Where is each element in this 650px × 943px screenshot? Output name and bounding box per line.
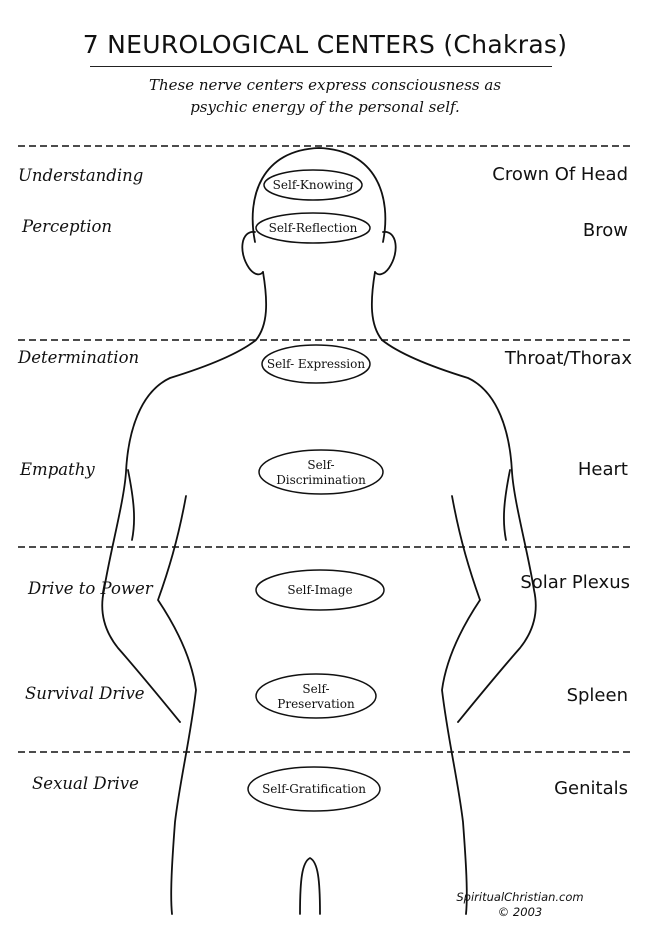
head-outline (251, 147, 387, 243)
location-label-brow: Brow (582, 220, 628, 241)
self-label-knowing: Self-Knowing (272, 177, 354, 192)
leg-gap-outline (299, 857, 321, 915)
self-label-expression: Self- Expression (266, 356, 366, 371)
center-ovals (247, 169, 385, 812)
subtitle-line-1: These nerve centers express consciousnes… (148, 76, 502, 94)
location-label-genitals: Genitals (554, 778, 628, 799)
left-arm-crease (127, 469, 135, 541)
right-ear-outline (374, 231, 397, 276)
left-torso-outline (157, 495, 197, 915)
quality-label-throat: Determination (18, 348, 140, 367)
quality-label-brow: Perception (22, 217, 113, 236)
left-ear-outline (241, 231, 264, 276)
left-body-outline (101, 271, 267, 723)
location-label-crown: Crown Of Head (492, 164, 628, 185)
quality-label-genitals: Sexual Drive (32, 774, 139, 793)
self-label-gratification: Self-Gratification (262, 781, 366, 796)
location-label-solar-plexus: Solar Plexus (520, 572, 630, 593)
oval-self-expression (261, 344, 371, 384)
oval-self-preservation (255, 673, 377, 719)
right-arm-crease (503, 469, 511, 541)
self-label-reflection: Self-Reflection (268, 220, 358, 235)
quality-label-heart: Empathy (20, 460, 95, 479)
quality-label-crown: Understanding (18, 166, 144, 185)
self-label-preservation: Self- Preservation (277, 682, 355, 711)
right-body-outline (371, 271, 537, 723)
credit-year: © 2003 (497, 905, 543, 919)
location-label-spleen: Spleen (566, 685, 628, 706)
title-underline (90, 66, 552, 67)
subtitle-line-2: psychic energy of the personal self. (190, 98, 460, 116)
oval-self-reflection (255, 212, 371, 244)
location-label-throat: Throat/Thorax (504, 348, 632, 369)
right-torso-outline (441, 495, 481, 915)
location-label-heart: Heart (577, 459, 628, 480)
quality-label-spleen: Survival Drive (25, 684, 145, 703)
quality-label-solar-plexus: Drive to Power (28, 579, 153, 598)
oval-self-knowing (263, 169, 363, 201)
credit-site: SpiritualChristian.com (456, 890, 584, 904)
oval-self-image (255, 569, 385, 611)
self-label-image: Self-Image (287, 582, 353, 597)
oval-self-discrimination (258, 449, 384, 495)
page-title: 7 NEUROLOGICAL CENTERS (Chakras) (82, 30, 568, 59)
body-silhouette (101, 147, 537, 915)
self-label-discrimination: Self- Discrimination (276, 458, 366, 487)
oval-self-gratification (247, 766, 381, 812)
